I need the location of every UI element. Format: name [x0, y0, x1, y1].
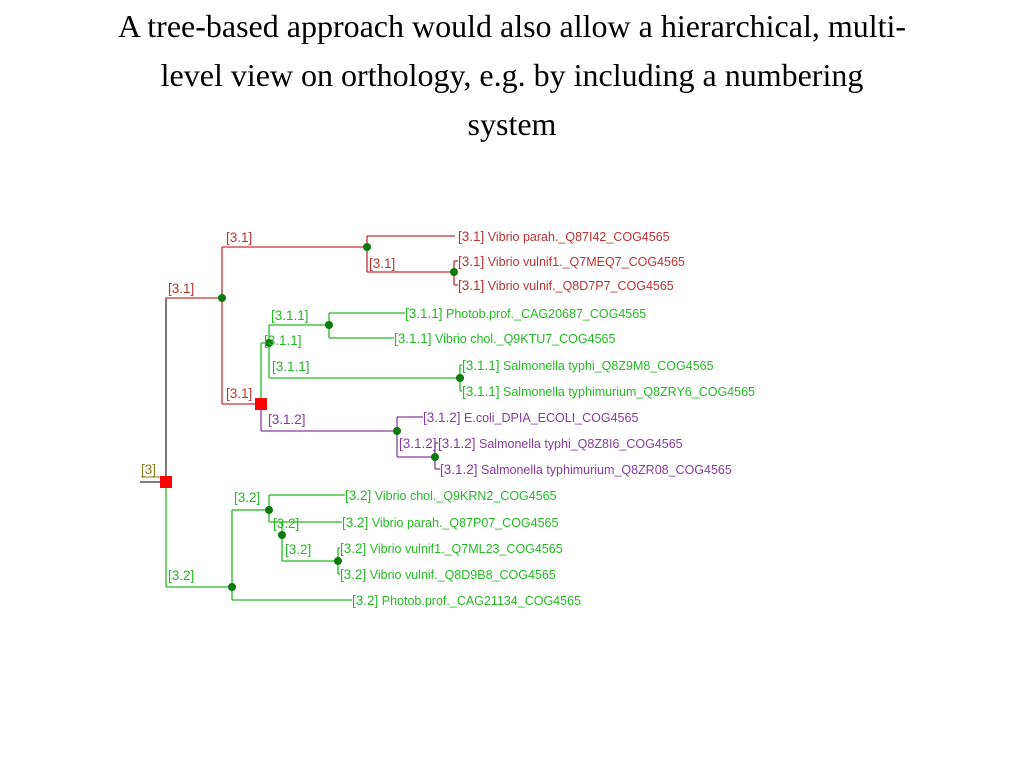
- leaf-label: [3.2] Vibrio chol._Q9KRN2_COG4565: [345, 488, 557, 503]
- root-label: [3]: [141, 462, 156, 477]
- node-label: [3.1.1]: [271, 308, 309, 323]
- leaf-name: Vibrio chol._Q9KTU7_COG4565: [435, 332, 615, 346]
- leaf-tag: [3.2]: [345, 488, 371, 503]
- leaf-name: Vibrio vulnif1._Q7MEQ7_COG4565: [488, 255, 685, 269]
- leaf-tag: [3.2]: [352, 593, 378, 608]
- leaf-tag: [3.2]: [342, 515, 368, 530]
- leaf-labels: [3.1] Vibrio parah._Q87I42_COG4565 [3.1]…: [340, 229, 755, 608]
- leaf-name: Vibrio chol._Q9KRN2_COG4565: [375, 489, 557, 503]
- node-label: [3.2]: [168, 568, 194, 583]
- node-label: [3.2]: [273, 516, 299, 531]
- leaf-label: [3.2] Vibrio vulnif1._Q7ML23_COG4565: [340, 541, 563, 556]
- node-32-a: [265, 506, 273, 514]
- leaf-name: Vibrio vulnif._Q8D7P7_COG4565: [488, 279, 674, 293]
- leaf-tag: [3.1.2]: [423, 410, 461, 425]
- node-label: [3.1]: [369, 256, 395, 271]
- leaf-label: [3.1] Vibrio vulnif._Q8D7P7_COG4565: [458, 278, 674, 293]
- node-32-b: [278, 531, 286, 539]
- leaf-tag: [3.2]: [340, 567, 366, 582]
- node-label: [3.1]: [226, 386, 252, 401]
- leaf-tag: [3.1.2]: [438, 436, 476, 451]
- leaf-name: Salmonella typhi_Q8Z9M8_COG4565: [503, 359, 714, 373]
- node-312: [393, 427, 401, 435]
- leaf-label: [3.1.2] Salmonella typhimurium_Q8ZR08_CO…: [440, 462, 732, 477]
- leaf-tag: [3.1.1]: [462, 358, 500, 373]
- node-label: [3.1.1]: [264, 333, 302, 348]
- tree-nodes: [160, 243, 464, 591]
- split-node-3: [160, 476, 172, 488]
- leaf-name: Photob.prof._CAG20687_COG4565: [446, 307, 646, 321]
- leaf-tag: [3.1.1]: [462, 384, 500, 399]
- node-32-c: [334, 557, 342, 565]
- node-label: [3.1]: [168, 281, 194, 296]
- leaf-tag: [3.1]: [458, 278, 484, 293]
- node-311-a: [325, 321, 333, 329]
- leaf-name: Vibrio vulnif._Q8D9B8_COG4565: [370, 568, 556, 582]
- leaf-name: Salmonella typhi_Q8Z8I6_COG4565: [479, 437, 683, 451]
- split-node-31: [255, 398, 267, 410]
- slide-title-line-2: level view on orthology, e.g. by includi…: [160, 57, 864, 93]
- leaf-name: E.coli_DPIA_ECOLI_COG4565: [464, 411, 638, 425]
- node-311: [265, 339, 273, 347]
- leaf-name: Salmonella typhimurium_Q8ZRY6_COG4565: [503, 385, 755, 399]
- leaf-label: [3.1.1] Salmonella typhimurium_Q8ZRY6_CO…: [462, 384, 755, 399]
- node-label: [3.2]: [234, 490, 260, 505]
- leaf-tag: [3.1.1]: [405, 306, 443, 321]
- leaf-tag: [3.1.2]: [440, 462, 478, 477]
- leaf-tag: [3.1]: [458, 254, 484, 269]
- leaf-label: [3.1.1] Photob.prof._CAG20687_COG4565: [405, 306, 646, 321]
- leaf-name: Salmonella typhimurium_Q8ZR08_COG4565: [481, 463, 732, 477]
- node-32: [228, 583, 236, 591]
- slide-title-line-3: system: [467, 106, 557, 142]
- node-label: [3.1.1]: [272, 359, 310, 374]
- leaf-label: [3.1] Vibrio vulnif1._Q7MEQ7_COG4565: [458, 254, 685, 269]
- node-label: [3.2]: [285, 542, 311, 557]
- node-31: [218, 294, 226, 302]
- leaf-label: [3.1.2] E.coli_DPIA_ECOLI_COG4565: [423, 410, 638, 425]
- node-312-b: [431, 453, 439, 461]
- leaf-label: [3.1.1] Vibrio chol._Q9KTU7_COG4565: [394, 331, 615, 346]
- leaf-tag: [3.1.1]: [394, 331, 432, 346]
- node-31-top: [363, 243, 371, 251]
- node-label: [3.1.2]: [268, 412, 306, 427]
- node-labels: [3] [3.1] [3.1] [3.1] [3.1] [3.1.1] [3.1…: [141, 230, 437, 583]
- tree-branches: [140, 235, 462, 601]
- node-label: [3.1]: [226, 230, 252, 245]
- leaf-label: [3.1.2] Salmonella typhi_Q8Z8I6_COG4565: [438, 436, 683, 451]
- leaf-name: Vibrio parah._Q87P07_COG4565: [372, 516, 559, 530]
- leaf-label: [3.2] Vibrio parah._Q87P07_COG4565: [342, 515, 559, 530]
- slide-title: A tree-based approach would also allow a…: [0, 2, 1024, 149]
- leaf-label: [3.1] Vibrio parah._Q87I42_COG4565: [458, 229, 670, 244]
- leaf-name: Photob.prof._CAG21134_COG4565: [382, 594, 581, 608]
- slide-title-line-1: A tree-based approach would also allow a…: [117, 8, 907, 44]
- leaf-label: [3.2] Vibrio vulnif._Q8D9B8_COG4565: [340, 567, 556, 582]
- node-311-b: [456, 374, 464, 382]
- leaf-label: [3.1.1] Salmonella typhi_Q8Z9M8_COG4565: [462, 358, 714, 373]
- node-label: [3.1.2]: [399, 436, 437, 451]
- leaf-name: Vibrio parah._Q87I42_COG4565: [488, 230, 670, 244]
- leaf-tag: [3.1]: [458, 229, 484, 244]
- node-31-inner: [450, 268, 458, 276]
- leaf-label: [3.2] Photob.prof._CAG21134_COG4565: [352, 593, 581, 608]
- leaf-tag: [3.2]: [340, 541, 366, 556]
- leaf-name: Vibrio vulnif1._Q7ML23_COG4565: [370, 542, 563, 556]
